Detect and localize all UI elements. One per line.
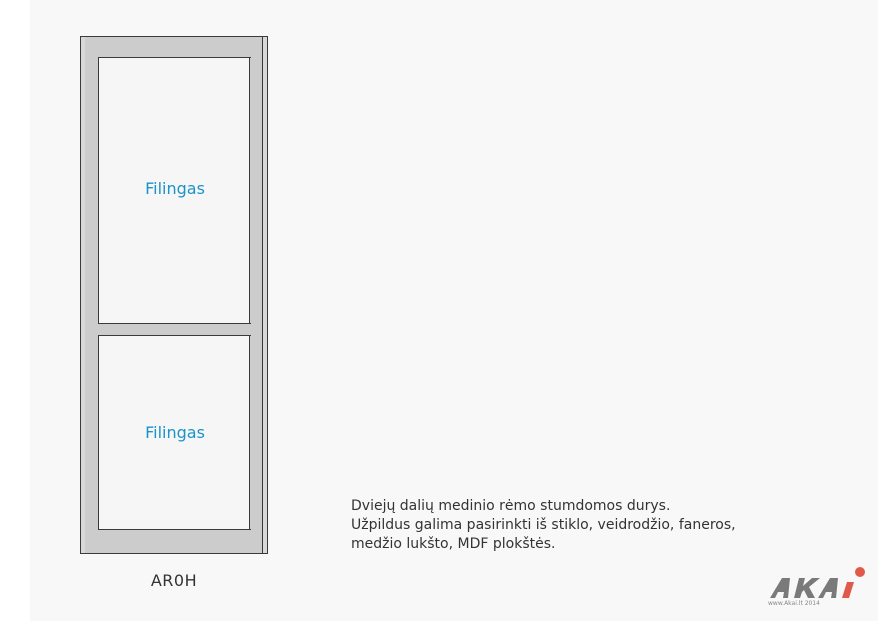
description-line: Užpildus galima pasirinkti iš stiklo, ve… [351,517,736,533]
middle-rail [98,323,251,336]
akai-logo [770,567,865,598]
top-rail [98,37,251,58]
bottom-panel-label: Filingas [145,423,205,442]
logo-url: www.Akai.lt 2014 [768,600,820,607]
door-drawing: Filingas Filingas [80,36,268,554]
description-line: medžio lukšto, MDF plokštės. [351,536,556,552]
right-outer-stile [262,37,267,553]
right-stile [249,37,263,553]
door-description: Dviejų dalių medinio rėmo stumdomos dury… [351,497,771,554]
description-line: Dviejų dalių medinio rėmo stumdomos dury… [351,498,671,514]
left-stile [85,37,99,553]
bottom-rail [98,529,251,553]
top-panel-label: Filingas [145,179,205,198]
model-code: AR0H [150,571,198,590]
